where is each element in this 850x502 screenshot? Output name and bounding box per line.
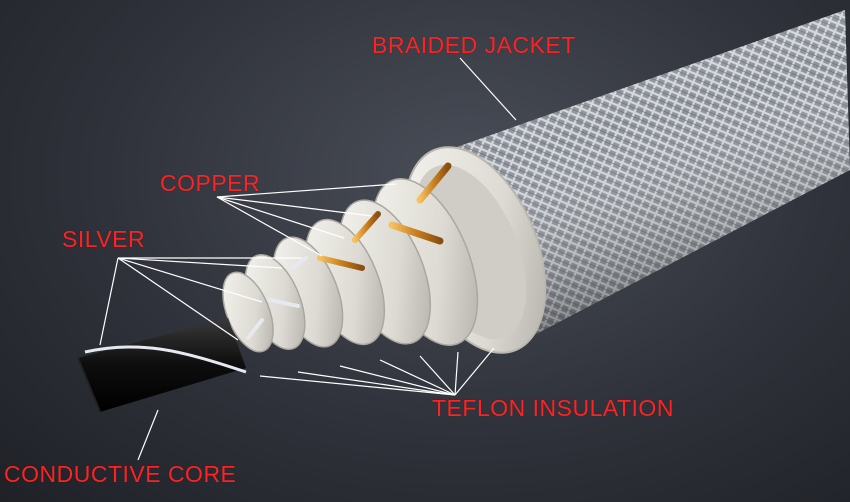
copper-strands [317, 162, 452, 271]
label-teflon-insulation: TEFLON INSULATION [432, 395, 674, 421]
conductive-core [77, 318, 247, 413]
label-braided-jacket: BRAIDED JACKET [372, 32, 576, 58]
leader-lines [99, 57, 517, 461]
label-conductive-core: CONDUCTIVE CORE [4, 461, 237, 487]
silver-strands [246, 256, 308, 340]
label-silver: SILVER [62, 226, 146, 252]
label-copper: COPPER [160, 170, 261, 196]
